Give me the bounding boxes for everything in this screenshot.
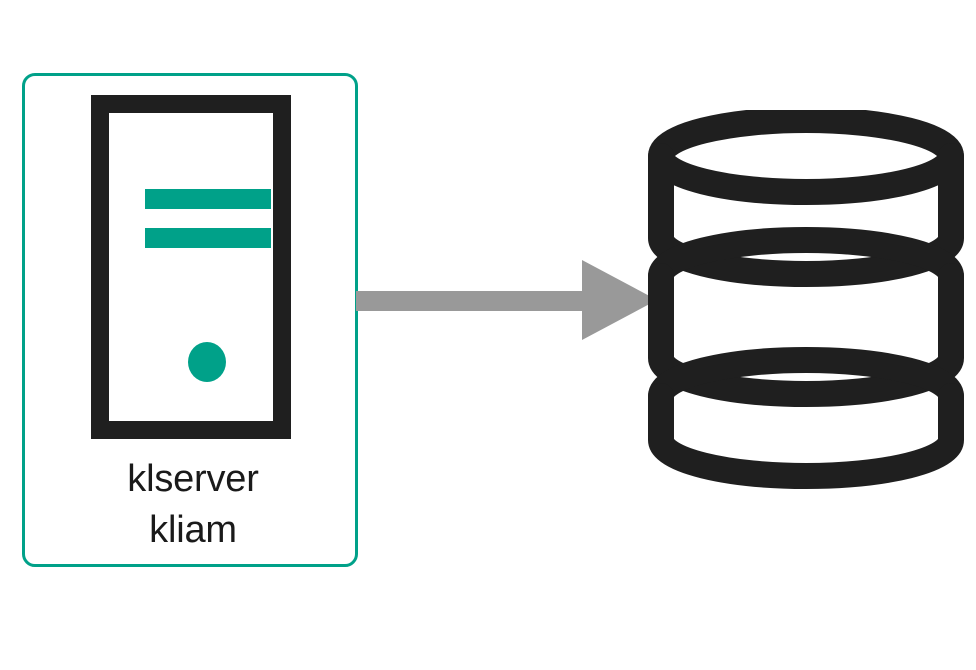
database-disc-top-ellipse: [648, 107, 964, 205]
server-node[interactable]: klserver kliam: [22, 73, 358, 567]
database-disc-2-top: [648, 227, 964, 289]
database-disc-3-top: [648, 347, 964, 409]
database-cylinder-icon[interactable]: [648, 107, 964, 490]
server-to-database-arrow: [356, 255, 661, 350]
database-discs: [648, 107, 964, 489]
server-slot-bar-icon: [145, 228, 271, 248]
database-svg: [648, 107, 964, 489]
server-node-labels: klserver kliam: [25, 454, 361, 555]
server-slot-bar-icon: [145, 189, 271, 209]
right-arrow-icon: [356, 260, 657, 340]
server-tower-icon: [91, 95, 291, 439]
server-label-hostname: klserver: [127, 458, 259, 500]
database-disc-3-body: [648, 383, 964, 489]
arrow-shape: [356, 260, 657, 340]
power-led-icon: [188, 342, 226, 382]
server-label-component: kliam: [149, 508, 237, 551]
